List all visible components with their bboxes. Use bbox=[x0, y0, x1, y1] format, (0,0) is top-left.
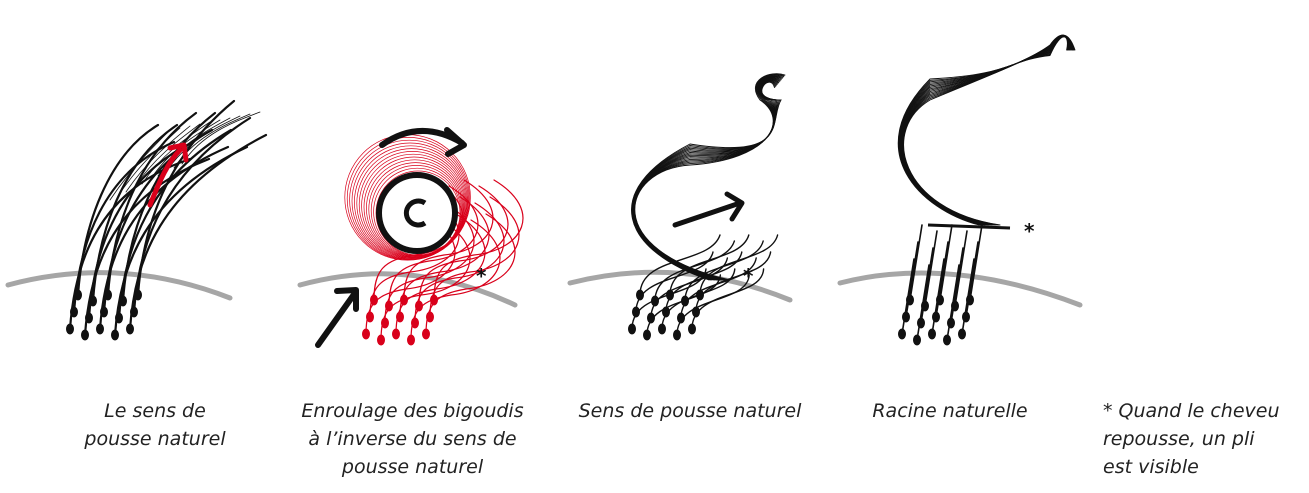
hair-strand bbox=[936, 242, 948, 317]
straight-arrow-icon bbox=[675, 203, 740, 225]
hair-strand bbox=[951, 248, 963, 323]
hair-growth-diagram: * * * bbox=[0, 0, 1309, 380]
panel-natural-direction bbox=[8, 101, 266, 341]
hair-strand bbox=[921, 248, 933, 323]
hair-strand bbox=[955, 231, 967, 306]
hair-strand bbox=[970, 225, 982, 300]
caption-panel-4: Racine naturelle bbox=[850, 397, 1050, 425]
straight-arrow-icon bbox=[318, 293, 355, 345]
panel-reverse-rolling: * bbox=[300, 130, 523, 346]
caption-panel-3: Sens de pousse naturel bbox=[560, 397, 820, 425]
caption-panel-1: Le sens de pousse naturel bbox=[55, 397, 255, 453]
roller-icon bbox=[379, 175, 455, 251]
asterisk-icon: * bbox=[743, 264, 754, 288]
hair-strand bbox=[910, 225, 922, 300]
asterisk-icon: * bbox=[476, 264, 487, 288]
scalp-line bbox=[8, 273, 230, 298]
panel-natural-growth-result: * bbox=[570, 74, 790, 341]
root-fold bbox=[928, 225, 1010, 228]
footnote: * Quand le cheveu repousse, un pli est v… bbox=[1103, 397, 1303, 481]
hair-strand bbox=[906, 242, 918, 317]
caption-panel-2: Enroulage des bigoudis à l’inverse du se… bbox=[270, 397, 555, 481]
hair-strand bbox=[899, 37, 1068, 225]
hair-strand bbox=[925, 231, 937, 306]
asterisk-icon: * bbox=[1024, 219, 1035, 243]
hair-strand bbox=[940, 225, 952, 300]
hair-strand bbox=[898, 37, 1067, 225]
panel-natural-root: * bbox=[840, 35, 1080, 345]
